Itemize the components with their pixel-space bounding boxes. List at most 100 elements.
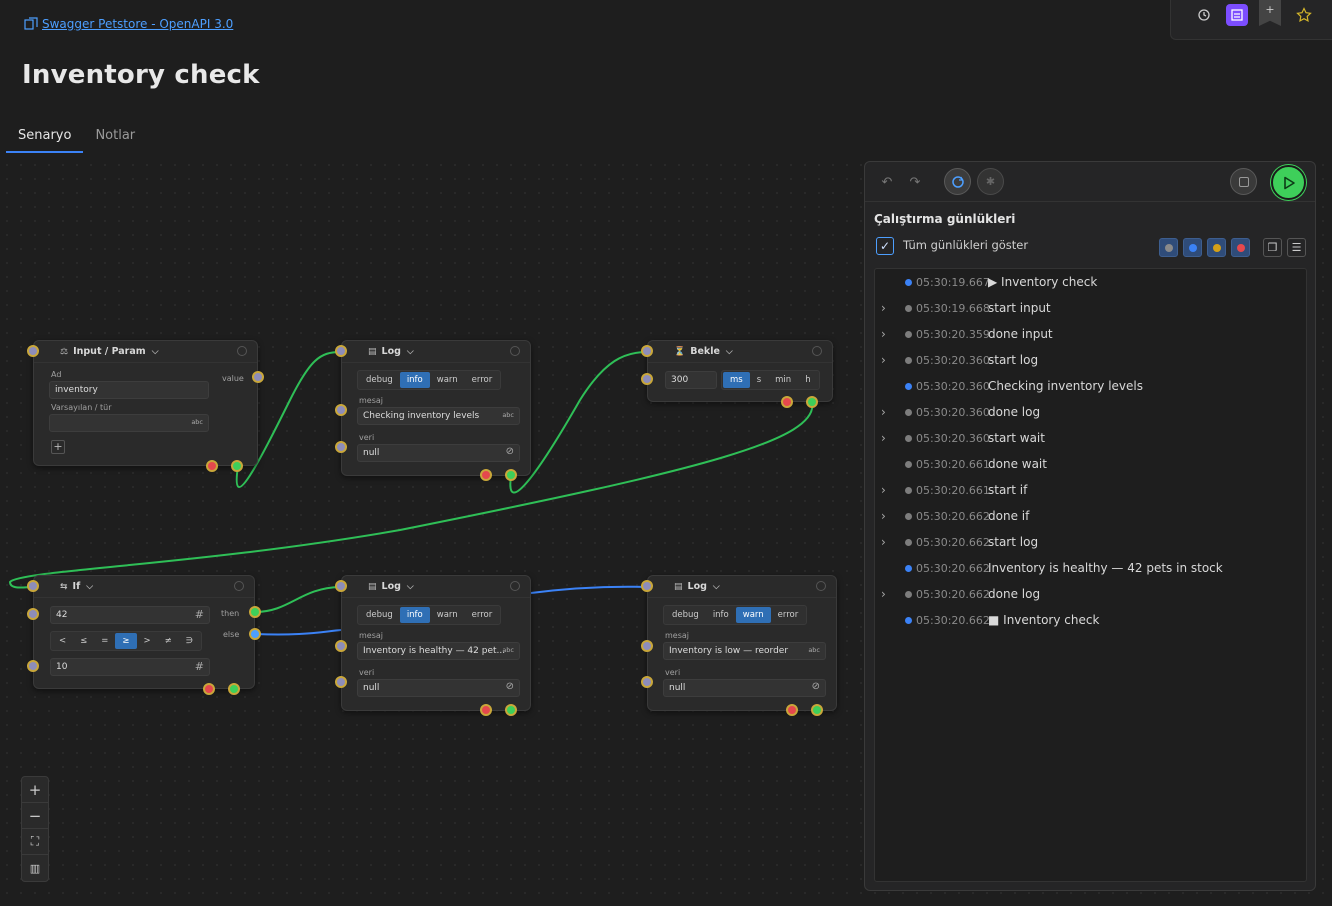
clear-logs-button[interactable]: ☰ bbox=[1287, 238, 1306, 257]
data-input[interactable]: null⊘ bbox=[663, 679, 826, 697]
clear-icon[interactable]: ⊘ bbox=[505, 446, 514, 457]
run-button[interactable] bbox=[1271, 165, 1306, 200]
level-debug[interactable]: debug bbox=[366, 610, 393, 620]
op-ne[interactable]: ≠ bbox=[164, 636, 172, 646]
input-port[interactable] bbox=[641, 580, 653, 592]
level-error[interactable]: error bbox=[471, 610, 493, 620]
input-port[interactable] bbox=[641, 345, 653, 357]
message-port[interactable] bbox=[335, 404, 347, 416]
op-gt[interactable]: > bbox=[143, 636, 151, 646]
undo-button[interactable]: ↶ bbox=[877, 172, 897, 192]
debug-button[interactable]: ✱ bbox=[977, 168, 1004, 195]
name-input[interactable]: inventory bbox=[49, 381, 209, 399]
level-warn[interactable]: warn bbox=[436, 610, 458, 620]
level-debug[interactable]: debug bbox=[366, 375, 393, 385]
favorite-button[interactable] bbox=[1293, 4, 1315, 26]
right-operand-port[interactable] bbox=[27, 660, 39, 672]
node-log-1[interactable]: ▤ Log ⌵ debug info warn error mesaj Chec… bbox=[341, 340, 531, 476]
data-input[interactable]: null⊘ bbox=[357, 679, 520, 697]
data-port[interactable] bbox=[335, 676, 347, 688]
node-header[interactable]: ⚖ Input / Param ⌵ bbox=[34, 341, 257, 363]
clear-icon[interactable]: ⊘ bbox=[505, 681, 514, 692]
log-row[interactable]: 05:30:20.662■ Inventory check bbox=[875, 609, 1306, 631]
chevron-right-icon[interactable]: › bbox=[881, 587, 886, 601]
op-contains[interactable]: ∋ bbox=[185, 636, 194, 646]
redo-button[interactable]: ↷ bbox=[905, 172, 925, 192]
data-port[interactable] bbox=[641, 676, 653, 688]
success-port[interactable] bbox=[228, 683, 240, 695]
level-error[interactable]: error bbox=[777, 610, 799, 620]
node-input-param[interactable]: ⚖ Input / Param ⌵ Ad inventory Varsayıla… bbox=[33, 340, 258, 466]
auto-layout-button[interactable] bbox=[944, 168, 971, 195]
chevron-right-icon[interactable]: › bbox=[881, 301, 886, 315]
log-row[interactable]: 05:30:19.667▶ Inventory check bbox=[875, 271, 1306, 293]
chevron-down-icon[interactable]: ⌵ bbox=[712, 581, 720, 592]
left-operand-input[interactable]: 42# bbox=[50, 606, 210, 624]
tab-notlar[interactable]: Notlar bbox=[95, 128, 136, 143]
chevron-right-icon[interactable]: › bbox=[881, 483, 886, 497]
breadcrumb-link[interactable]: Swagger Petstore - OpenAPI 3.0 bbox=[24, 17, 233, 31]
level-debug[interactable]: debug bbox=[672, 610, 699, 620]
input-port[interactable] bbox=[335, 580, 347, 592]
chevron-right-icon[interactable]: › bbox=[881, 353, 886, 367]
duration-input[interactable]: 300 bbox=[665, 371, 717, 389]
op-le[interactable]: ≤ bbox=[80, 636, 88, 646]
node-log-3[interactable]: ▤ Log ⌵ debug info warn error mesaj Inve… bbox=[647, 575, 837, 711]
level-info[interactable]: info bbox=[399, 607, 430, 623]
filter-info-button[interactable] bbox=[1183, 238, 1202, 257]
node-header[interactable]: ▤ Log ⌵ bbox=[648, 576, 836, 598]
then-port[interactable] bbox=[249, 606, 261, 618]
stop-button[interactable] bbox=[1230, 168, 1257, 195]
history-button[interactable] bbox=[1193, 4, 1215, 26]
node-if[interactable]: ⇆ If ⌵ 42# < ≤ = ≥ > ≠ ∋ 10# then else bbox=[33, 575, 255, 689]
error-port[interactable] bbox=[206, 460, 218, 472]
tab-senaryo[interactable]: Senaryo bbox=[6, 124, 84, 153]
input-port[interactable] bbox=[335, 345, 347, 357]
settings-icon[interactable] bbox=[816, 581, 826, 591]
node-log-2[interactable]: ▤ Log ⌵ debug info warn error mesaj Inve… bbox=[341, 575, 531, 711]
input-port[interactable] bbox=[27, 345, 39, 357]
copy-logs-button[interactable]: ❐ bbox=[1263, 238, 1282, 257]
op-eq[interactable]: = bbox=[101, 636, 109, 646]
level-warn[interactable]: warn bbox=[436, 375, 458, 385]
duration-port[interactable] bbox=[641, 373, 653, 385]
message-port[interactable] bbox=[335, 640, 347, 652]
add-param-button[interactable]: + bbox=[51, 440, 65, 454]
filter-debug-button[interactable] bbox=[1159, 238, 1178, 257]
data-input[interactable]: null⊘ bbox=[357, 444, 520, 462]
success-port[interactable] bbox=[811, 704, 823, 716]
op-lt[interactable]: < bbox=[59, 636, 67, 646]
chevron-down-icon[interactable]: ⌵ bbox=[151, 346, 159, 357]
chevron-down-icon[interactable]: ⌵ bbox=[86, 581, 94, 592]
unit-min[interactable]: min bbox=[775, 375, 792, 385]
log-list[interactable]: 05:30:19.667▶ Inventory check›05:30:19.6… bbox=[874, 268, 1307, 882]
node-wait[interactable]: ⏳ Bekle ⌵ 300 ms s min h bbox=[647, 340, 833, 402]
chevron-right-icon[interactable]: › bbox=[881, 509, 886, 523]
level-error[interactable]: error bbox=[471, 375, 493, 385]
message-input[interactable]: Inventory is healthy — 42 pet...abc bbox=[357, 642, 520, 660]
fit-view-button[interactable]: ⛶ bbox=[22, 829, 48, 855]
settings-icon[interactable] bbox=[510, 581, 520, 591]
node-header[interactable]: ▤ Log ⌵ bbox=[342, 576, 530, 598]
level-info[interactable]: info bbox=[399, 372, 430, 388]
output-port-value[interactable] bbox=[252, 371, 264, 383]
minimap-button[interactable]: ▥ bbox=[22, 855, 48, 881]
node-header[interactable]: ⏳ Bekle ⌵ bbox=[648, 341, 832, 363]
success-port[interactable] bbox=[505, 469, 517, 481]
filter-warn-button[interactable] bbox=[1207, 238, 1226, 257]
settings-icon[interactable] bbox=[237, 346, 247, 356]
zoom-in-button[interactable]: + bbox=[22, 777, 48, 803]
error-port[interactable] bbox=[203, 683, 215, 695]
right-operand-input[interactable]: 10# bbox=[50, 658, 210, 676]
